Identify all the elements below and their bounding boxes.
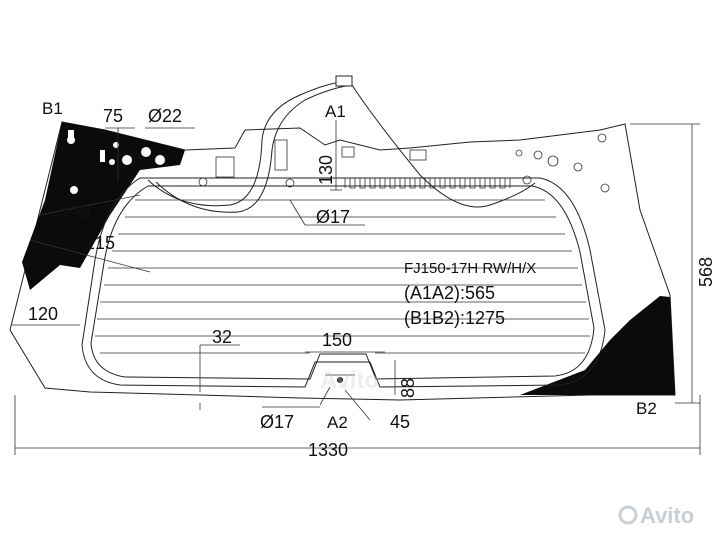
watermark-corner: Avito [640, 503, 694, 528]
frit-left [22, 122, 185, 290]
point-b1: B1 [42, 99, 63, 118]
dim-150: 150 [322, 330, 352, 350]
dimension-lines [12, 120, 701, 455]
dim-d17-top: Ø17 [316, 207, 350, 227]
dim-45: 45 [390, 412, 410, 432]
point-a1: A1 [325, 102, 346, 121]
frit-right [520, 296, 675, 395]
watermark: Avito Avito [320, 367, 694, 528]
dim-88: 88 [398, 378, 418, 398]
point-a2: A2 [327, 413, 348, 432]
dim-1330: 1330 [308, 440, 348, 460]
frit-holes [67, 130, 165, 194]
dim-215: 215 [85, 233, 115, 253]
heated-area-outer [81, 177, 606, 388]
point-b2: B2 [636, 399, 657, 418]
dim-130: 130 [316, 155, 336, 185]
glass-outline [9, 121, 676, 401]
dim-568: 568 [696, 257, 716, 287]
watermark-center: Avito [320, 367, 379, 394]
dim-d22: Ø22 [148, 106, 182, 126]
dim-120: 120 [28, 304, 58, 324]
dim-d17-bottom: Ø17 [260, 412, 294, 432]
wire-right [155, 84, 536, 213]
dim-32: 32 [212, 327, 232, 347]
avito-logo-icon [618, 505, 638, 525]
edge-features [198, 133, 610, 193]
heated-area-inner [90, 185, 595, 380]
wire-left [147, 81, 346, 207]
dim-190: 190 [60, 203, 90, 223]
model-code: FJ150-17H RW/H/X [404, 260, 536, 277]
spec-a1a2: (A1A2):565 [404, 283, 495, 303]
wire-connector [335, 75, 353, 87]
dim-75: 75 [103, 106, 123, 126]
heater-lines [95, 199, 590, 354]
spec-b1b2: (B1B2):1275 [404, 308, 505, 328]
mount-bracket [325, 374, 355, 383]
